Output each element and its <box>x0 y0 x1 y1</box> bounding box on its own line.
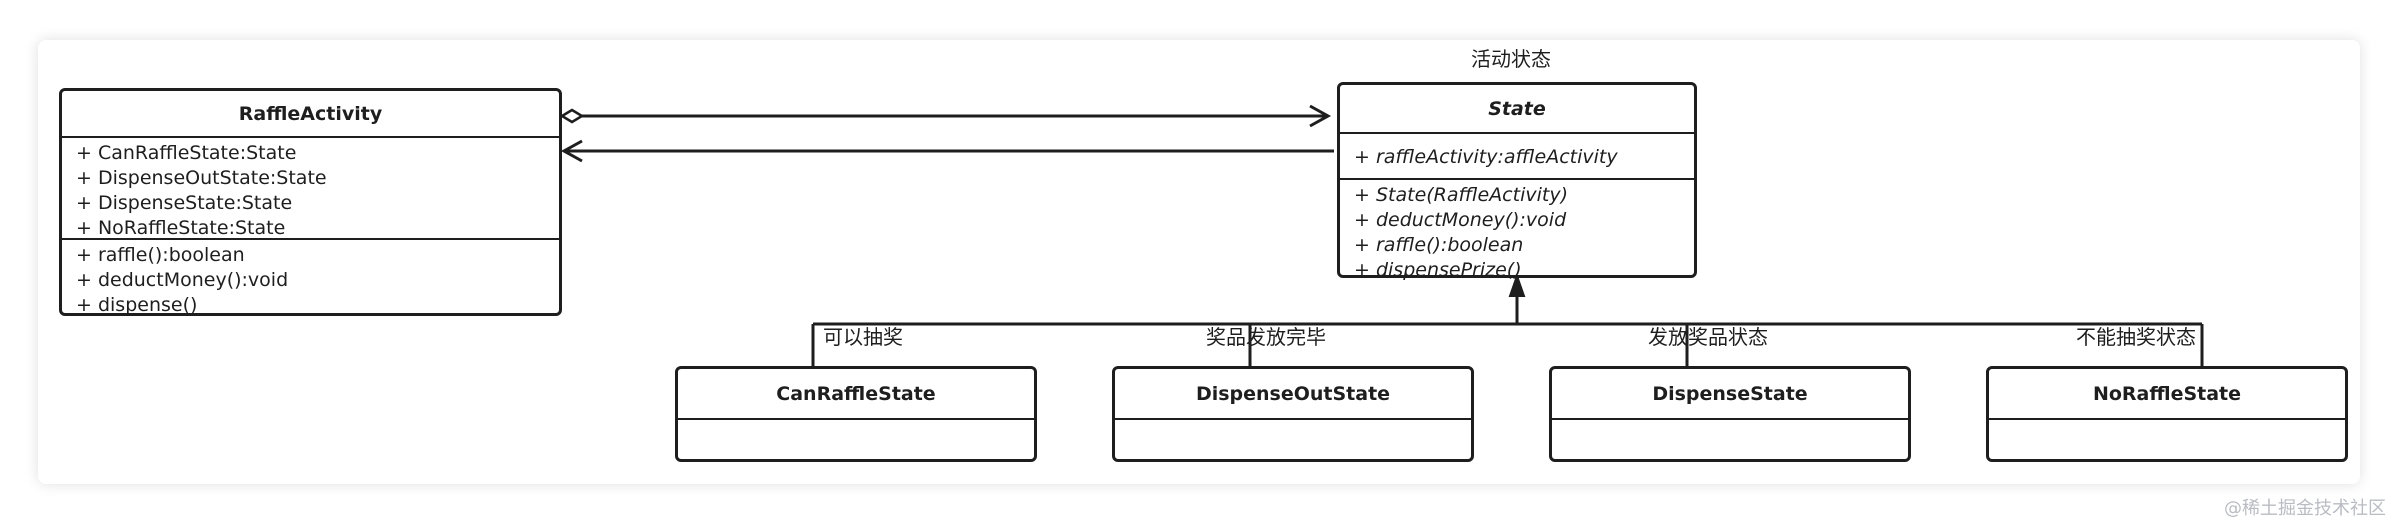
class-raffleactivity[interactable]: RaffleActivity + CanRaffleState:State + … <box>59 88 562 316</box>
class-dispenseoutstate-body <box>1115 418 1471 459</box>
class-state[interactable]: State + raffleActivity:affleActivity + S… <box>1337 82 1697 281</box>
class-dispenseoutstate[interactable]: DispenseOutState <box>1112 366 1474 462</box>
class-norafflestate-name: NoRaffleState <box>2092 382 2242 405</box>
class-dispensestate-name: DispenseState <box>1652 382 1808 405</box>
label-canrafflestate: 可以抽奖 <box>823 325 903 349</box>
class-state-name: State <box>1488 97 1546 120</box>
class-canrafflestate-name: CanRaffleState <box>776 382 936 405</box>
label-dispensestate: 发放奖品状态 <box>1648 325 1768 349</box>
class-state-operations: + State(RaffleActivity) + deductMoney():… <box>1340 178 1694 281</box>
operation: + raffle():boolean <box>1354 234 1524 256</box>
inheritance-arrowhead <box>1508 272 1526 297</box>
aggregation-arrowhead <box>1309 104 1332 128</box>
operation: + dispensePrize() <box>1354 259 1522 281</box>
package-label: 活动状态 <box>1468 43 1554 72</box>
class-dispenseoutstate-name: DispenseOutState <box>1195 382 1391 405</box>
attribute: + DispenseOutState:State <box>76 167 327 189</box>
attribute: + NoRaffleState:State <box>76 217 286 239</box>
class-raffleactivity-attributes: + CanRaffleState:State + DispenseOutStat… <box>62 136 559 239</box>
class-dispensestate[interactable]: DispenseState <box>1549 366 1911 462</box>
label-norafflestate: 不能抽奖状态 <box>2076 325 2196 349</box>
operation: + State(RaffleActivity) <box>1354 184 1568 206</box>
class-norafflestate-body <box>1989 418 2345 459</box>
operation: + deductMoney():void <box>76 269 289 291</box>
attribute: + raffleActivity:affleActivity <box>1354 146 1618 168</box>
class-canrafflestate[interactable]: CanRaffleState <box>675 366 1037 462</box>
aggregation-diamond <box>559 108 585 124</box>
label-dispenseoutstate: 奖品发放完毕 <box>1206 325 1326 349</box>
class-state-attributes: + raffleActivity:affleActivity <box>1340 132 1694 178</box>
class-raffleactivity-name: RaffleActivity <box>238 102 383 125</box>
operation: + raffle():boolean <box>76 244 245 266</box>
class-dispensestate-body <box>1552 418 1908 459</box>
class-canrafflestate-body <box>678 418 1034 459</box>
diagram-canvas: 活动状态 RaffleActivity + CanRaffleState:Sta… <box>38 40 2360 484</box>
class-norafflestate[interactable]: NoRaffleState <box>1986 366 2348 462</box>
operation: + deductMoney():void <box>1354 209 1567 231</box>
attribute: + DispenseState:State <box>76 192 293 214</box>
association-arrowhead <box>560 139 583 163</box>
connector-layer <box>559 104 2204 368</box>
attribute: + CanRaffleState:State <box>76 142 297 164</box>
class-raffleactivity-operations: + raffle():boolean + deductMoney():void … <box>62 238 559 316</box>
operation: + dispense() <box>76 294 198 316</box>
watermark: @稀土掘金技术社区 <box>2224 498 2386 519</box>
